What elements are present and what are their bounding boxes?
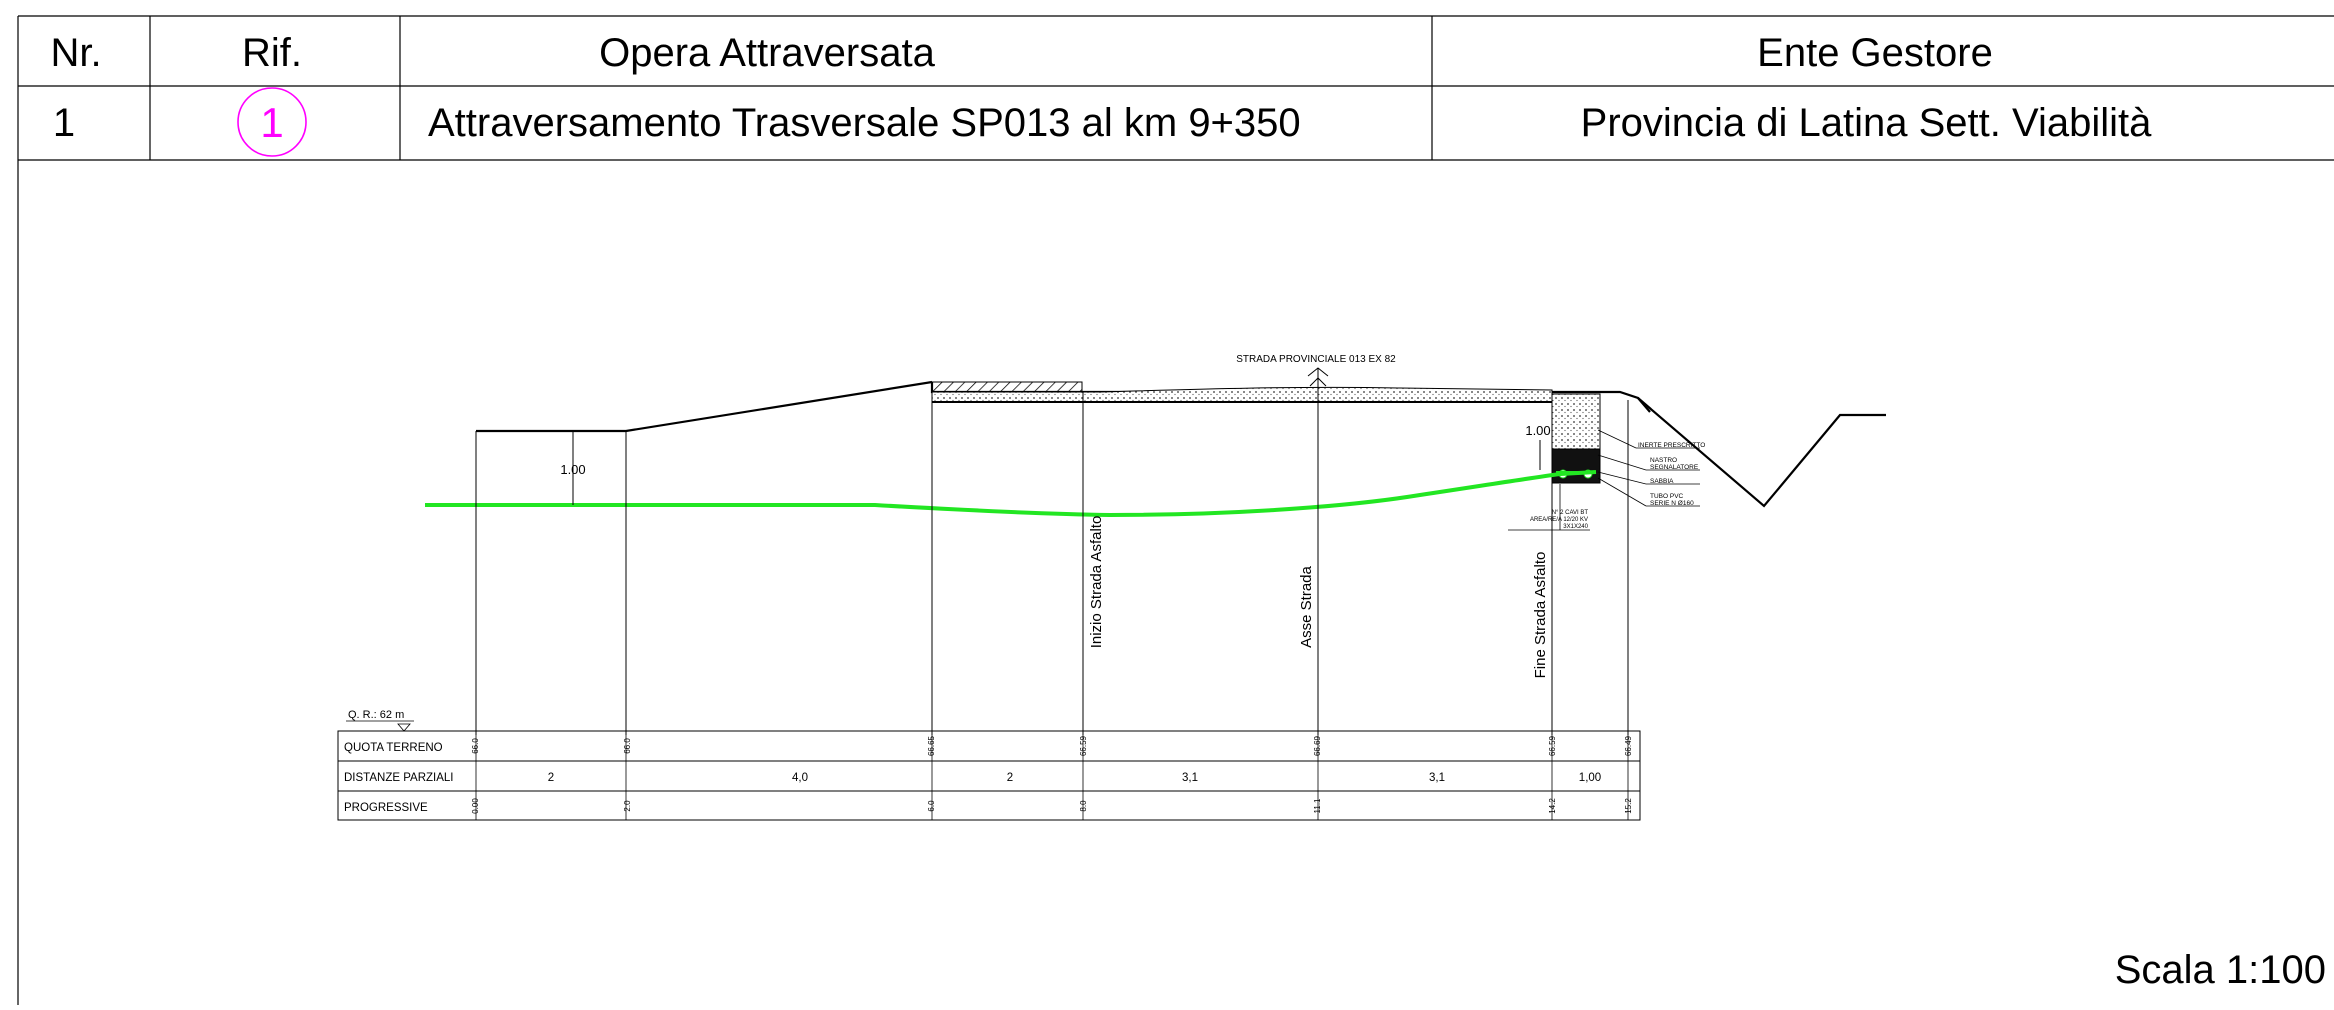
legend-tubo: TUBO PVC [1650,493,1684,500]
distanza-value: 3,1 [1182,772,1198,784]
depth-left-dimension: 1.00 [560,431,586,505]
progressiva-value: 14.2 [1548,798,1557,814]
pipe-line [425,470,1597,518]
datum-marker: Q. R.: 62 m [346,709,414,732]
legend-nastro: NASTRO [1650,457,1677,464]
label-inizio-strada: Inizio Strada Asfalto [1088,516,1105,649]
progressiva-value: 6.0 [927,800,936,812]
distanza-value: 2 [1007,772,1013,784]
row-rif: 1 [260,99,283,146]
quota-value: 66.65 [927,735,936,756]
rif-circle [237,87,307,157]
row-label-quota: QUOTA TERRENO [344,742,443,754]
road-axis-marker: STRADA PROVINCIALE 013 EX 82 [1236,354,1396,392]
header-ente: Ente Gestore [1757,31,1993,75]
progressiva-value: 11.1 [1313,798,1322,814]
quota-value: 66.0 [471,738,480,754]
progressiva-value: 2.0 [623,800,632,812]
distanza-value: 1,00 [1579,772,1601,784]
station-lines [475,392,1629,735]
depth-left-label: 1.00 [560,462,585,477]
distanza-value: 3,1 [1429,772,1445,784]
road-label: STRADA PROVINCIALE 013 EX 82 [1236,354,1396,365]
row-ente: Provincia di Latina Sett. Viabilità [1581,101,2152,145]
header-table: Nr. Rif. Opera Attraversata Ente Gestore… [17,15,2334,1005]
legend-serie: SERIE N Ø160 [1650,500,1694,507]
header-nr: Nr. [50,31,101,75]
profile-table: QUOTA TERRENO DISTANZE PARZIALI PROGRESS… [337,730,1641,821]
progressiva-value: 8.0 [1079,800,1088,812]
datum-label: Q. R.: 62 m [348,709,404,721]
road-pavement [931,381,1553,403]
cable-note-1: N° 2 CAVI BT [1552,510,1589,516]
legend-inerte: INERTE PRESCRITTO [1638,442,1705,449]
legend-segnalatore: SEGNALATORE [1650,464,1699,471]
label-fine-strada: Fine Strada Asfalto [1532,552,1549,679]
row-nr: 1 [53,101,75,145]
progressiva-value: 15.2 [1624,798,1633,814]
quota-value: 66.59 [1548,735,1557,756]
depth-right-label: 1.00 [1525,423,1550,438]
quota-value: 66.59 [1079,735,1088,756]
quota-value: 66.49 [1624,735,1633,756]
distanza-value: 2 [548,772,554,784]
label-asse-strada: Asse Strada [1298,565,1315,647]
row-label-progressive: PROGRESSIVE [344,802,428,814]
progressiva-value: 0.00 [471,798,480,814]
header-rif: Rif. [242,31,302,75]
cable-note-3: 3X1X240 [1563,524,1588,530]
scale-label: Scala 1:100 [2115,948,2326,992]
quota-value: 66.69 [1313,735,1322,756]
distanza-value: 4,0 [792,772,808,784]
trench: 1.00 [1525,393,1601,484]
row-opera: Attraversamento Trasversale SP013 al km … [428,101,1301,145]
row-label-distanze: DISTANZE PARZIALI [344,772,453,784]
quota-value: 66.0 [623,738,632,754]
header-opera: Opera Attraversata [599,31,935,75]
legend-sabbia: SABBIA [1650,478,1674,485]
cable-note-2: AREA/RE/A 12/20 KV [1530,517,1588,523]
trench-legend: INERTE PRESCRITTO NASTRO SEGNALATORE SAB… [1508,429,1705,531]
